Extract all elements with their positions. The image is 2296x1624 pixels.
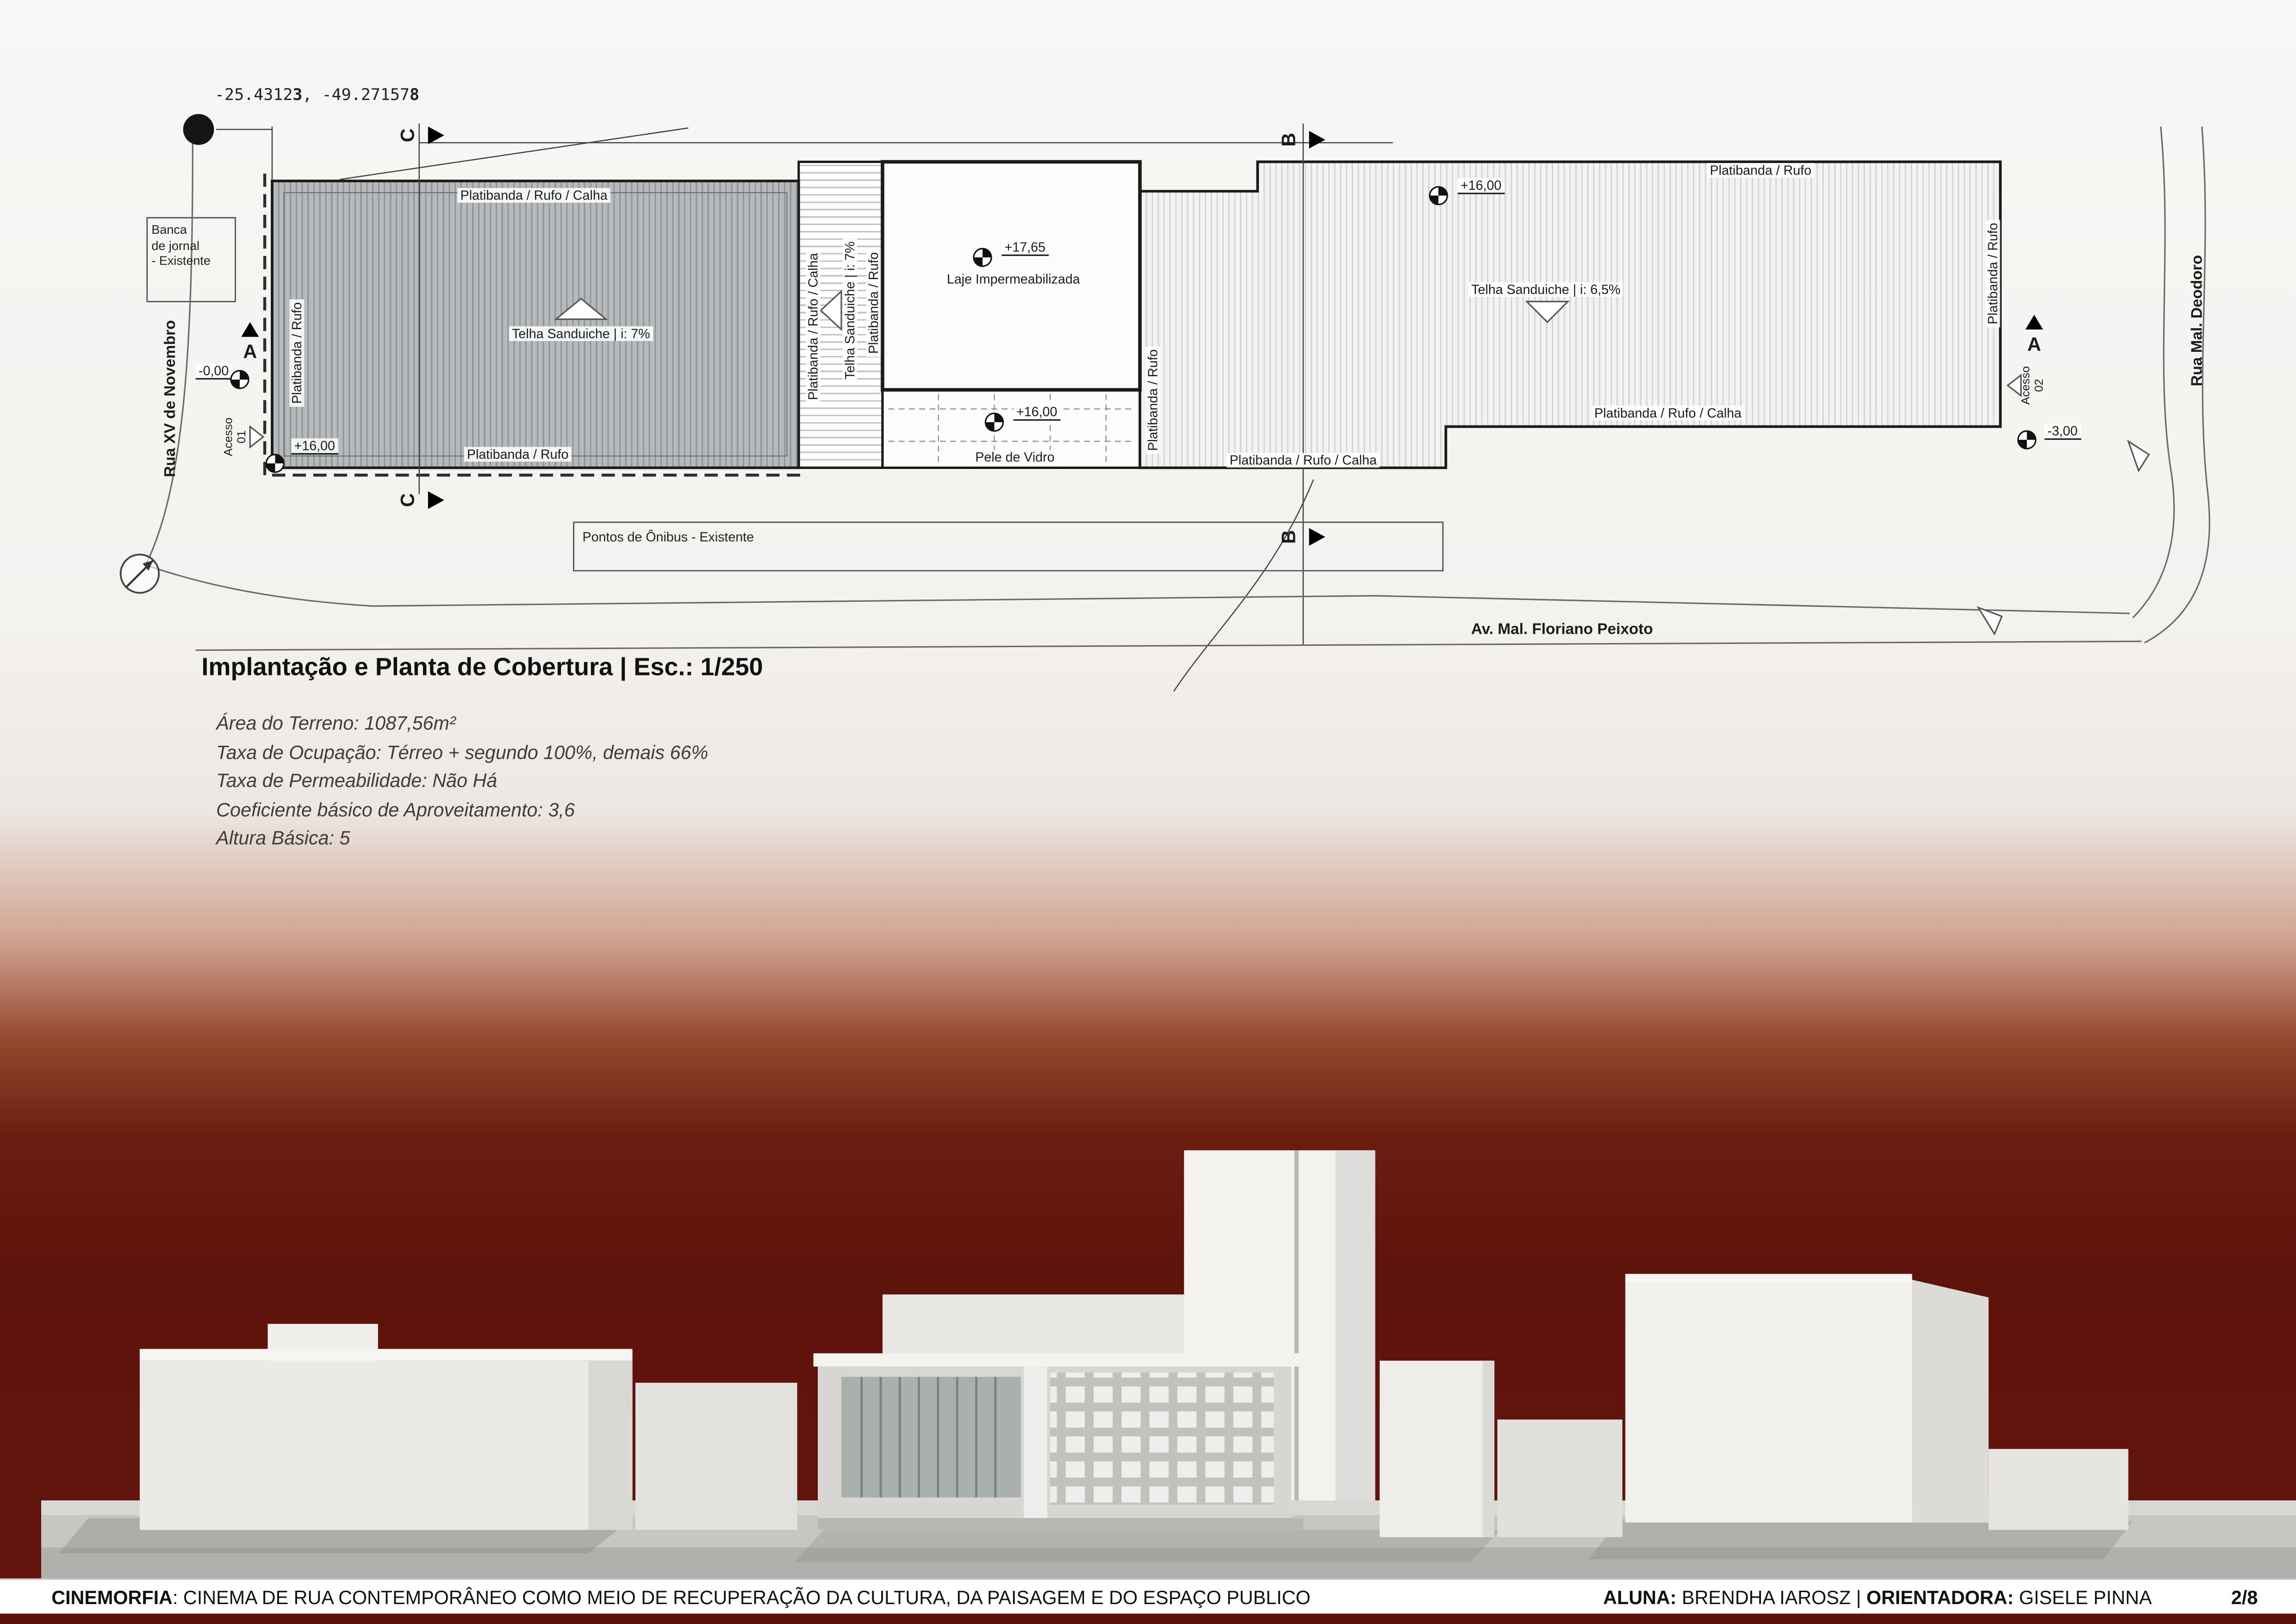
- project-title: CINEMORFIA: CINEMA DE RUA CONTEMPORÂNEO …: [51, 1586, 1311, 1608]
- level-marker-icon: [1429, 186, 1448, 206]
- label-acesso-02: Acesso 02: [2019, 366, 2046, 405]
- section-marker-c: C: [396, 128, 419, 143]
- section-arrow-icon: [1309, 131, 1325, 149]
- label-acesso-01: Acesso 01: [222, 418, 249, 456]
- info-line: Área do Terreno: 1087,56m²: [216, 712, 456, 734]
- section-marker-a: A: [243, 340, 257, 363]
- section-marker-c: C: [396, 493, 419, 507]
- location-dot-icon: [183, 114, 214, 145]
- footer-bar: CINEMORFIA: CINEMA DE RUA CONTEMPORÂNEO …: [0, 1578, 2296, 1614]
- label-platibanda-top-right: Platibanda / Rufo: [1707, 163, 1815, 179]
- section-marker-a: A: [2027, 333, 2041, 356]
- footer-accent-bar: [0, 1613, 2296, 1624]
- level-marker-icon: [984, 412, 1004, 432]
- level-marker-icon: [2017, 430, 2037, 450]
- section-arrow-icon: [241, 322, 259, 337]
- label-platibanda-left-edge: Platibanda / Rufo: [289, 299, 305, 407]
- label-laje: Laje Impermeabilizada: [944, 272, 1083, 287]
- level-marker-icon: [265, 454, 285, 473]
- page-number: 2/8: [2231, 1586, 2258, 1608]
- level-glass: +16,00: [1013, 404, 1060, 421]
- label-strip-calha: Platibanda / Rufo / Calha: [806, 250, 821, 403]
- level-street-right: -3,00: [2044, 424, 2081, 440]
- section-marker-b: B: [1277, 132, 1300, 147]
- site-info-block: Área do Terreno: 1087,56m² Taxa de Ocupa…: [216, 709, 708, 853]
- label-platibanda-top-left: Platibanda / Rufo / Calha: [457, 188, 611, 204]
- street-av-floriano: Av. Mal. Floriano Peixoto: [1471, 620, 1653, 638]
- label-strip-rufo: Platibanda / Rufo: [866, 249, 882, 357]
- street-rua-deodoro: Rua Mal. Deodoro: [2188, 255, 2207, 387]
- info-line: Coeficiente básico de Aproveitamento: 3,…: [216, 798, 575, 820]
- label-telha-right: Telha Sanduiche | i: 6,5%: [1468, 282, 1624, 298]
- section-arrow-icon: [428, 126, 444, 144]
- geo-coordinates: -25.43123, -49.271578: [215, 85, 420, 105]
- level-laje: +17,65: [1002, 239, 1049, 256]
- info-line: Taxa de Permeabilidade: Não Há: [216, 769, 498, 792]
- level-roof-right: +16,00: [1457, 178, 1505, 194]
- label-pontos-onibus: Pontos de Ônibus - Existente: [582, 529, 754, 544]
- info-line: Altura Básica: 5: [216, 826, 350, 849]
- credits: ALUNA: BRENDHA IAROSZ | ORIENTADORA: GIS…: [1603, 1586, 2152, 1608]
- label-platibanda-bottom-right: Platibanda / Rufo / Calha: [1591, 406, 1745, 421]
- section-arrow-icon: [428, 491, 444, 509]
- level-street-left: -0,00: [195, 363, 232, 380]
- label-platibanda-right-edge: Platibanda / Rufo: [1985, 219, 2001, 328]
- label-telha-left: Telha Sanduiche | i: 7%: [509, 326, 653, 342]
- label-platibanda-bottom-left: Platibanda / Rufo: [464, 447, 572, 462]
- section-arrow-icon: [2025, 314, 2043, 330]
- label-banca-jornal: Banca de jornal - Existente: [151, 222, 211, 269]
- street-rua-xv: Rua XV de Novembro: [162, 320, 180, 477]
- level-marker-icon: [973, 248, 992, 267]
- section-arrow-icon: [1309, 528, 1325, 546]
- drawing-title: Implantação e Planta de Cobertura | Esc.…: [201, 653, 763, 681]
- label-platibanda-bottom-mid: Platibanda / Rufo / Calha: [1226, 453, 1380, 468]
- level-marker-icon: [230, 370, 249, 389]
- label-pele-de-vidro: Pele de Vidro: [972, 450, 1058, 465]
- level-roof-left: +16,00: [291, 438, 338, 455]
- info-line: Taxa de Ocupação: Térreo + segundo 100%,…: [216, 740, 709, 763]
- section-marker-b: B: [1277, 530, 1300, 544]
- label-platibanda-divider: Platibanda / Rufo: [1145, 346, 1161, 454]
- label-strip-telha: Telha Sanduiche | i: 7%: [842, 238, 858, 383]
